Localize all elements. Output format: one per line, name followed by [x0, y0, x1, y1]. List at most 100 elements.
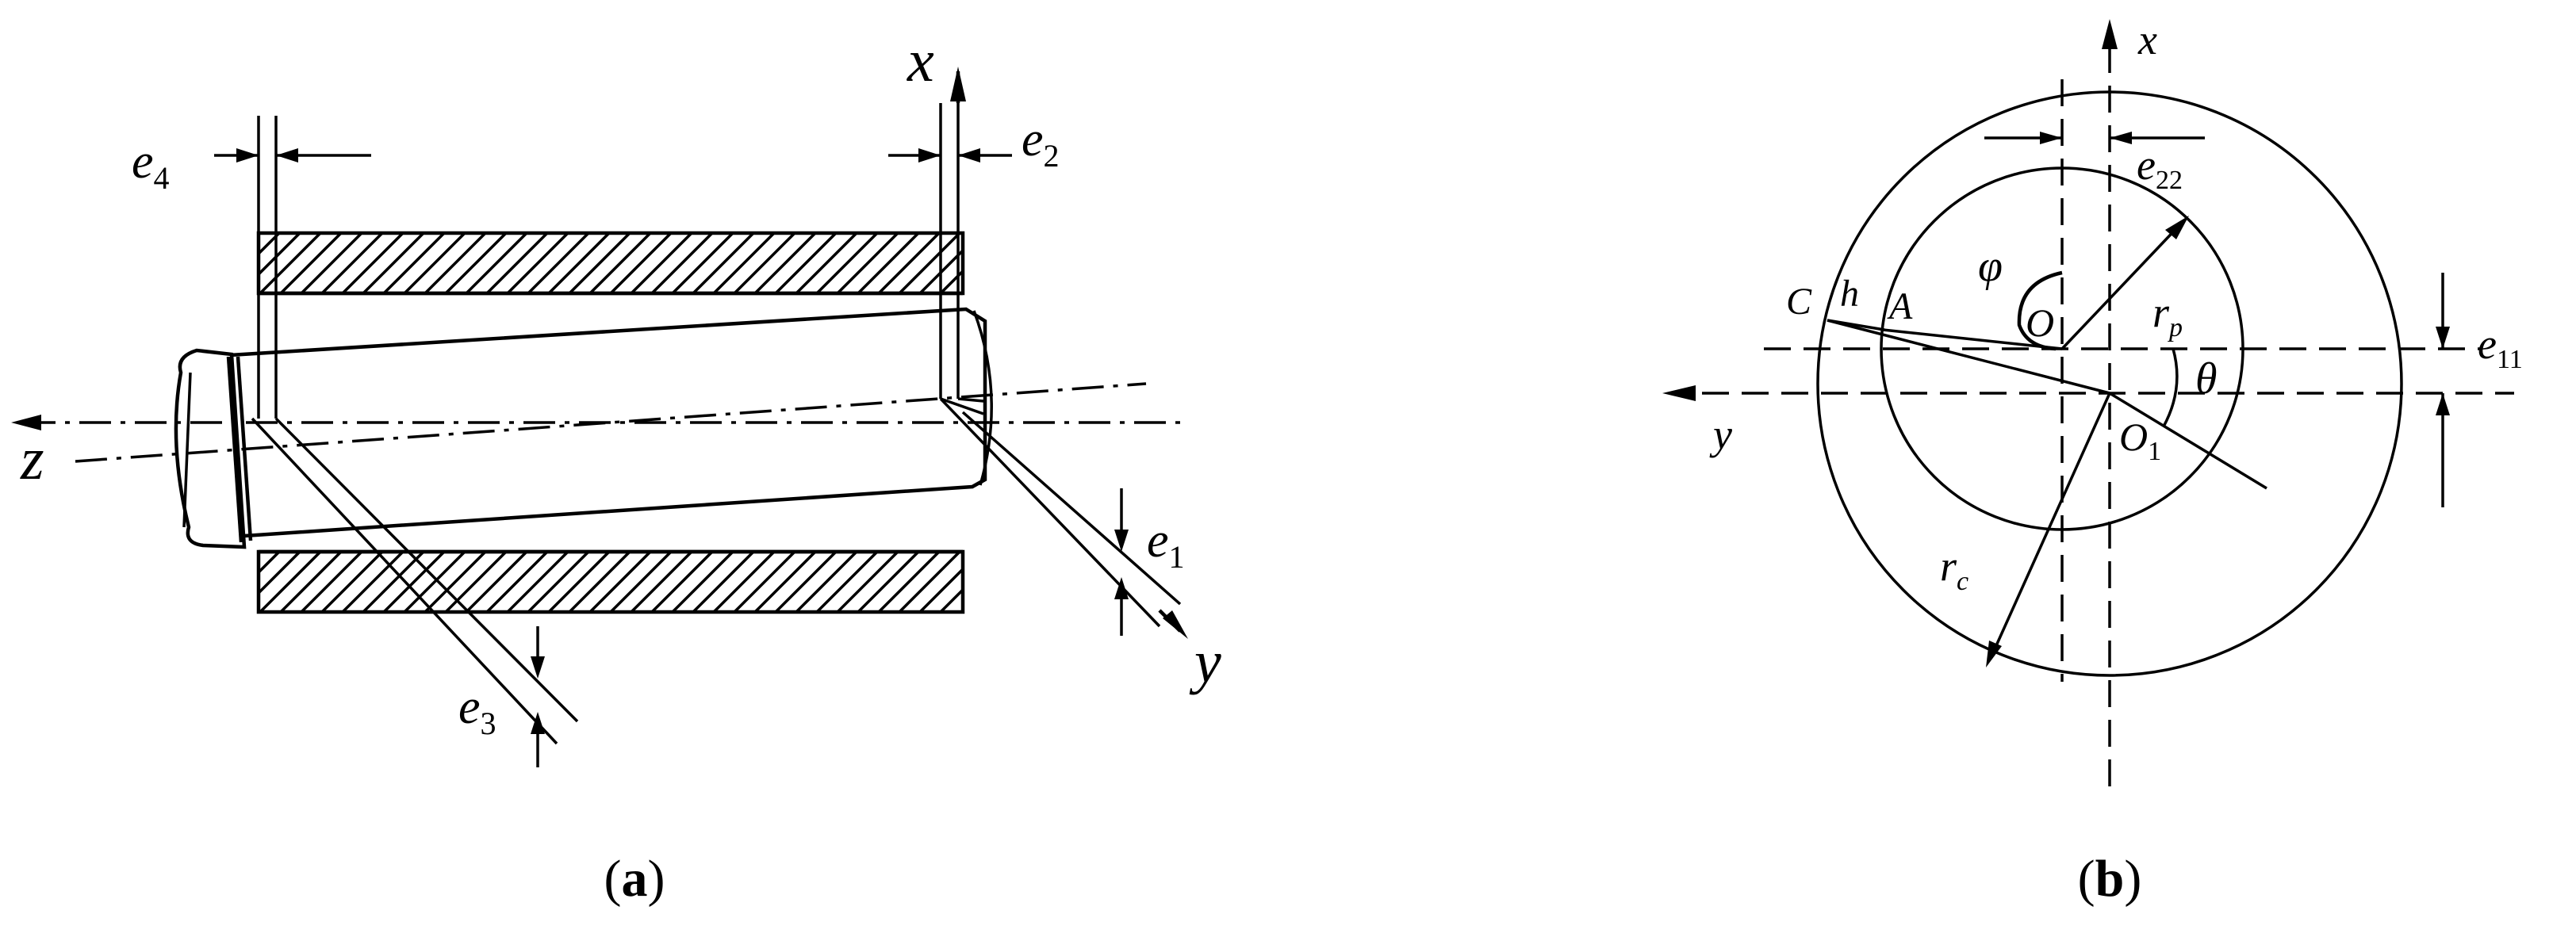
- hatch-lines-bottom: [259, 552, 1063, 612]
- x-axis-arrowhead-b: [2102, 19, 2118, 49]
- hatch-line: [259, 233, 322, 293]
- theta-line: [2109, 392, 2267, 490]
- hatch-line: [836, 233, 899, 293]
- hatch-line: [259, 233, 281, 256]
- label-y-a: y: [1189, 629, 1221, 695]
- hatch-line: [939, 269, 963, 293]
- line-o-to-a: [1882, 328, 2063, 350]
- hatch-line: [485, 233, 549, 293]
- hatch-line: [444, 552, 508, 612]
- pin-end-arc: [972, 310, 993, 486]
- hatch-line: [753, 233, 817, 293]
- hatch-line: [1002, 233, 1063, 293]
- hatch-line: [712, 552, 776, 612]
- label-e2: e2: [1022, 113, 1060, 174]
- hatch-line: [362, 233, 425, 293]
- hatch-line: [630, 233, 693, 293]
- hatch-line: [609, 552, 673, 612]
- hatch-line: [259, 552, 322, 612]
- caption-a: (a): [604, 850, 665, 908]
- hatch-line: [815, 552, 879, 612]
- hatch-line: [588, 233, 652, 293]
- hatch-line: [650, 552, 714, 612]
- label-e1: e1: [1147, 514, 1185, 575]
- hatch-line: [795, 552, 858, 612]
- hatch-line: [259, 233, 301, 277]
- journal-axis-centerline: [75, 382, 1147, 463]
- hatch-line: [774, 233, 838, 293]
- hatch-line: [506, 552, 569, 612]
- hatch-line: [279, 233, 343, 293]
- line-o1-to-c: [1827, 319, 2110, 395]
- label-e3: e3: [458, 680, 496, 741]
- label-theta: θ: [2195, 354, 2218, 403]
- label-O1: O1: [2119, 415, 2161, 466]
- panel-b: x y C h A φ O O1 θ rp rc e11 e22 (b): [1662, 16, 2523, 908]
- hatch-line: [960, 289, 963, 293]
- hatch-line: [259, 552, 301, 595]
- hatch-line: [403, 233, 466, 293]
- hatch-line: [857, 233, 920, 293]
- hatch-line: [753, 552, 817, 612]
- y-axis-arrowhead-b: [1662, 385, 1696, 401]
- hatch-line: [877, 233, 941, 293]
- hatch-line: [650, 233, 714, 293]
- hatch-line: [898, 233, 961, 293]
- hatch-line: [815, 233, 879, 293]
- hatch-line: [547, 233, 611, 293]
- hatch-line: [547, 552, 611, 612]
- label-C: C: [1786, 281, 1812, 323]
- hatch-lines-top: [259, 233, 1063, 293]
- hatch-line: [918, 248, 963, 293]
- hatch-line: [279, 552, 343, 612]
- hatch-line: [424, 552, 487, 612]
- hatch-line: [588, 552, 652, 612]
- label-O: O: [2026, 300, 2054, 345]
- hatch-line: [733, 552, 796, 612]
- hatch-line: [918, 567, 963, 612]
- hatch-line: [692, 552, 755, 612]
- hatch-line: [712, 233, 776, 293]
- hatch-line: [939, 587, 963, 612]
- phi-arc: [2017, 270, 2063, 351]
- hatch-line: [877, 552, 941, 612]
- label-z-a: z: [20, 426, 44, 492]
- hatch-line: [300, 233, 363, 293]
- hatch-line: [671, 233, 734, 293]
- hatch-line: [527, 552, 590, 612]
- hatch-line: [465, 552, 528, 612]
- hatch-line: [795, 233, 858, 293]
- label-phi: φ: [1978, 242, 2003, 291]
- label-rp: rp: [2152, 289, 2183, 342]
- radius-rc: [1989, 392, 2111, 659]
- hatch-line: [300, 552, 363, 612]
- hatch-line: [609, 233, 673, 293]
- hatch-line: [836, 552, 899, 612]
- hatch-line: [403, 552, 466, 612]
- hatch-line: [568, 552, 631, 612]
- hatch-line: [774, 552, 838, 612]
- label-e11: e11: [2478, 320, 2523, 374]
- hatch-line: [424, 233, 487, 293]
- z-axis-arrowhead: [11, 415, 41, 430]
- hatch-line: [320, 552, 384, 612]
- hatch-line: [960, 608, 963, 612]
- label-e22: e22: [2137, 141, 2183, 195]
- hatch-line: [259, 233, 260, 235]
- hatch-line: [692, 233, 755, 293]
- hatch-line: [568, 233, 631, 293]
- x-axis-arrowhead: [950, 67, 966, 101]
- hatch-line: [465, 233, 528, 293]
- journal-pin: [174, 307, 993, 549]
- label-e4: e4: [132, 135, 170, 196]
- label-A: A: [1887, 285, 1913, 327]
- sleeve-top-wall: [256, 231, 1063, 296]
- hatch-line: [857, 552, 920, 612]
- hatch-line: [341, 233, 404, 293]
- hatch-line: [259, 552, 281, 575]
- hatch-line: [982, 233, 1042, 293]
- hatch-line: [898, 552, 961, 612]
- hatch-line: [1002, 552, 1063, 612]
- hatch-line: [320, 233, 384, 293]
